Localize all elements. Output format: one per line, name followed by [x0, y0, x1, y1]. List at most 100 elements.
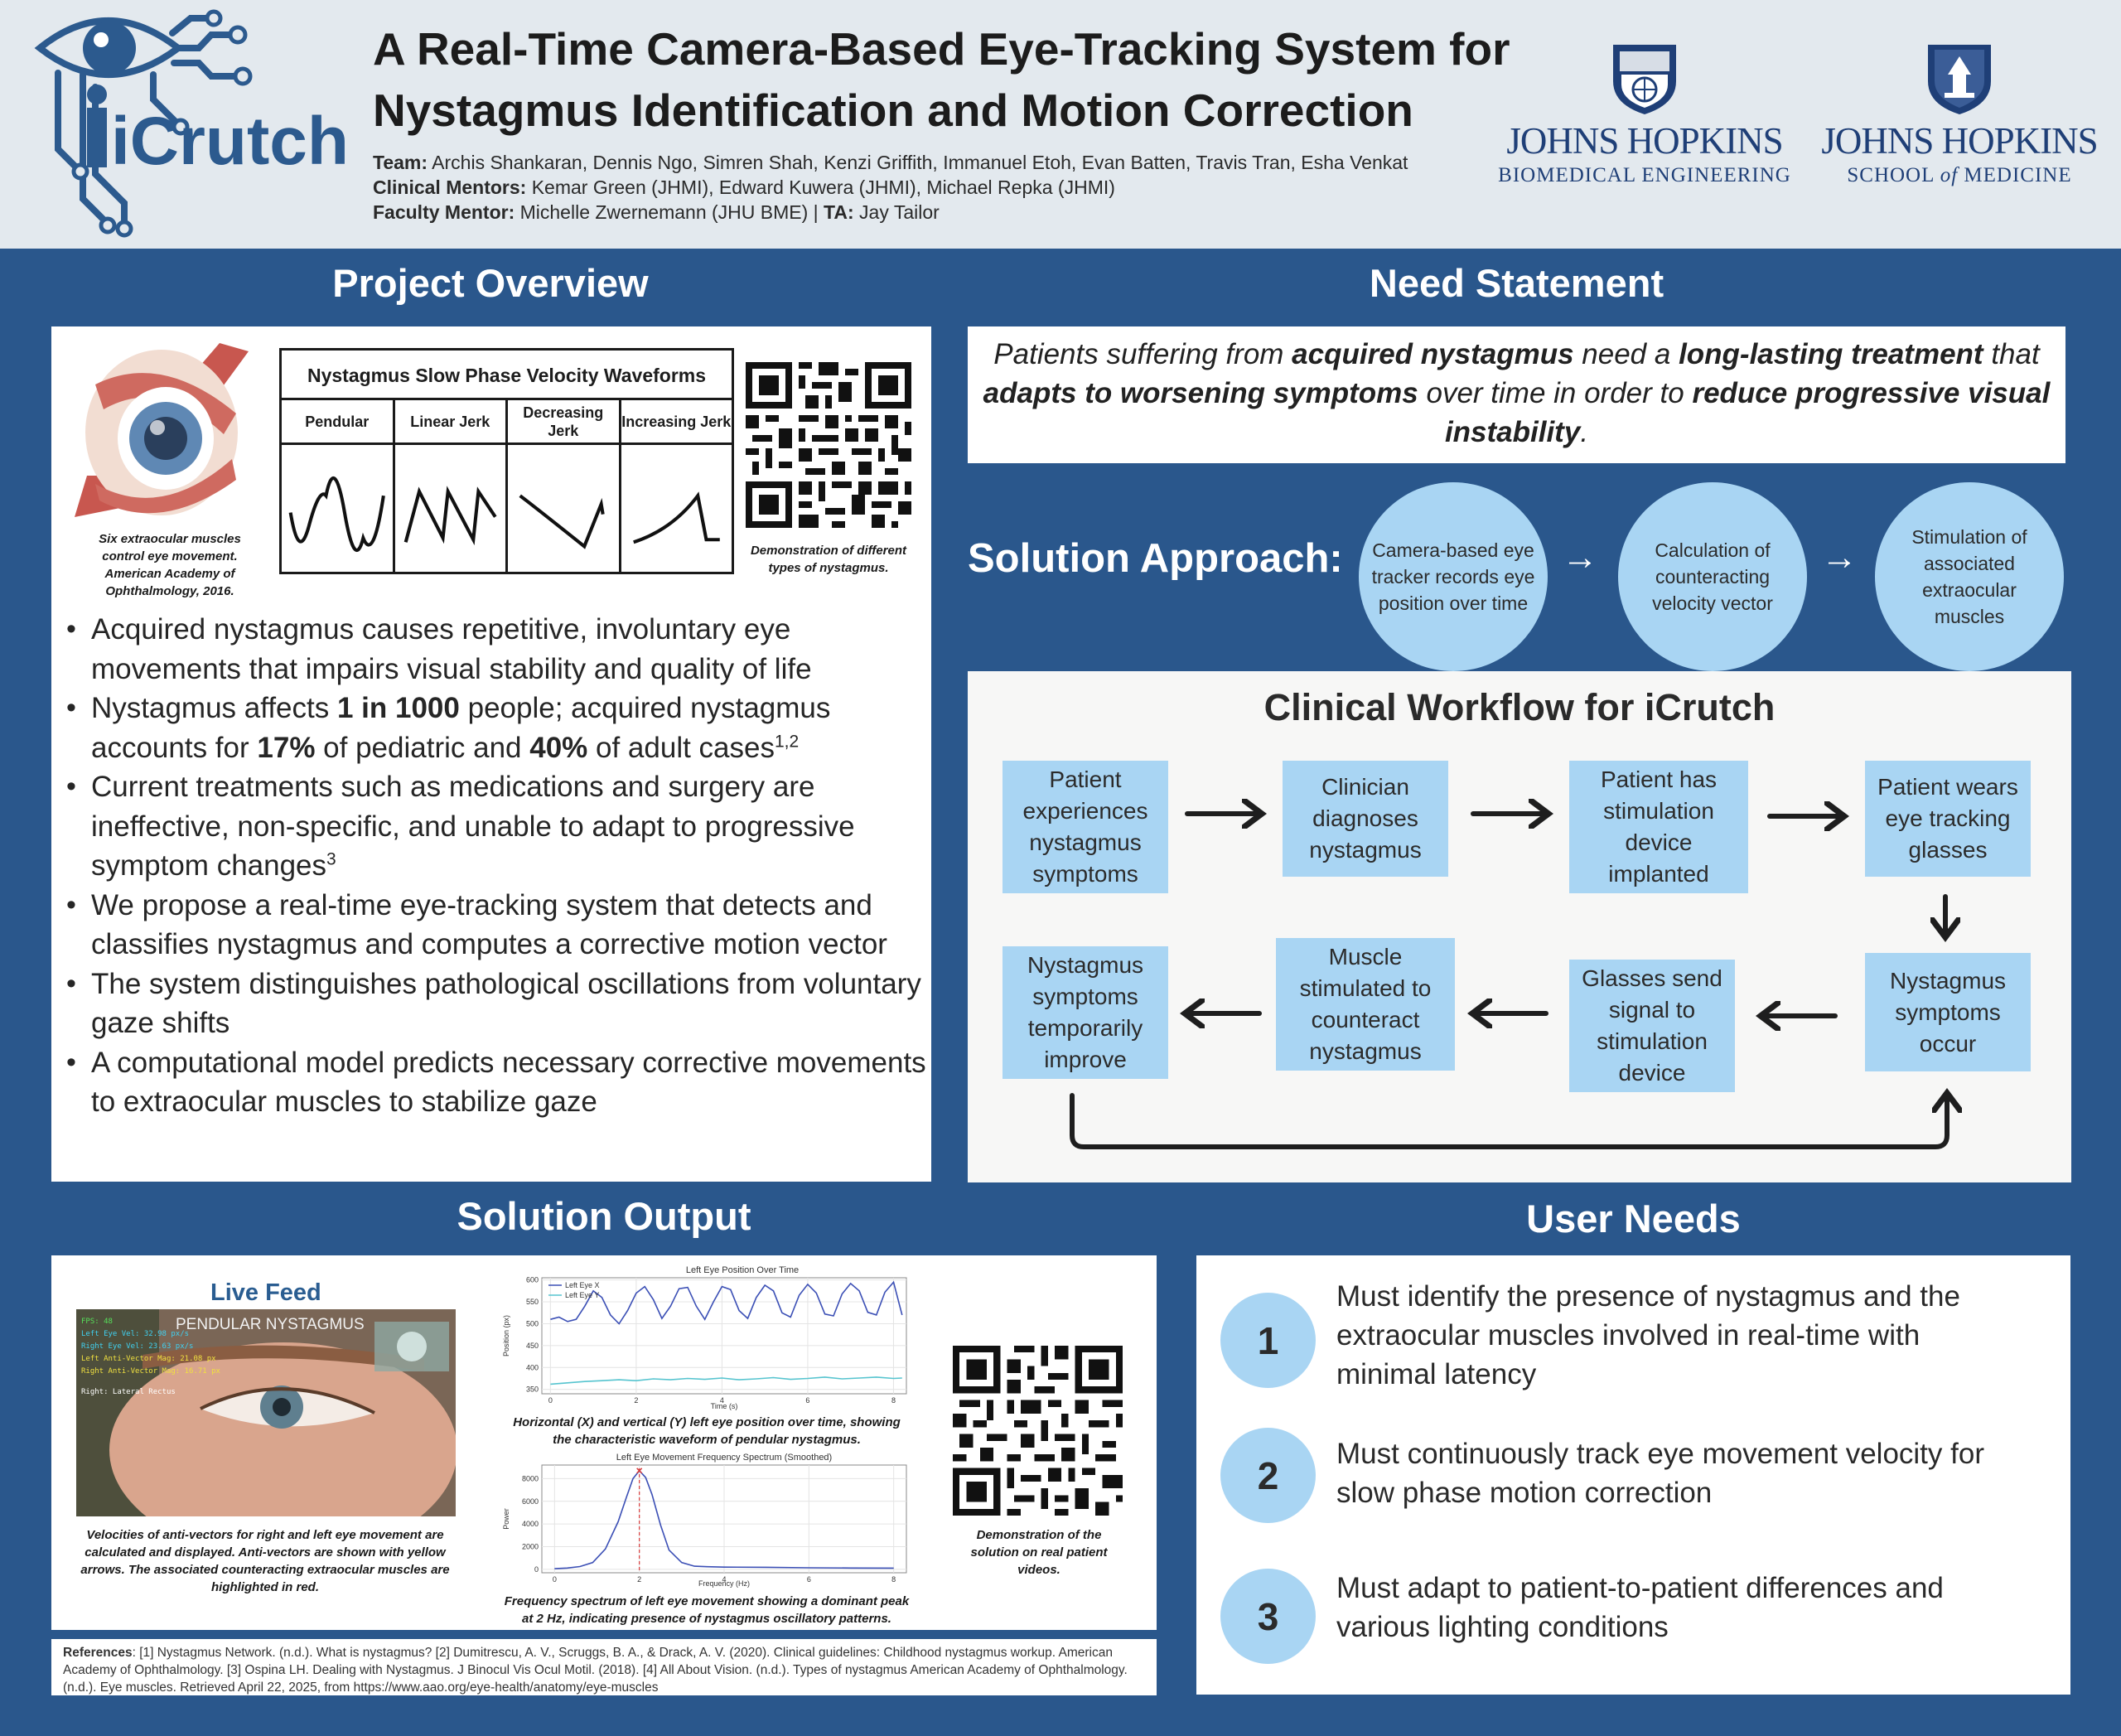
waveform-decreasing-jerk: Decreasing Jerk	[508, 400, 621, 572]
arrow-right-icon: →	[1821, 537, 1858, 578]
ta-label: TA:	[824, 201, 854, 223]
pendular-waveform	[288, 476, 385, 552]
y-tick-label: 550	[526, 1298, 539, 1306]
jh-som-logo: JOHNS HOPKINS SCHOOL of MEDICINE	[1806, 41, 2113, 187]
overlay-line: Right Anti-Vector Mag: 16.71 px	[81, 1367, 220, 1376]
overview-heading: Project Overview	[332, 261, 649, 305]
y-tick-label: 4000	[522, 1520, 539, 1528]
x-tick-label: 8	[891, 1575, 896, 1584]
x-tick-label: 2	[637, 1575, 641, 1584]
y-tick-label: 500	[526, 1319, 539, 1327]
bullet-item: Acquired nystagmus causes repetitive, in…	[66, 610, 928, 689]
jh-som-sub-b: MEDICINE	[1964, 164, 2072, 186]
team-members: Archis Shankaran, Dennis Ngo, Simren Sha…	[432, 152, 1408, 173]
workflow-step-6: Glasses send signal to stimulation devic…	[1569, 960, 1735, 1092]
y-tick-label: 350	[526, 1385, 539, 1394]
waveform-label: Pendular	[282, 400, 393, 445]
faculty-label: Faculty Mentor:	[373, 201, 515, 223]
workflow-arrows	[1070, 671, 2071, 1149]
x-axis-label: Frequency (Hz)	[698, 1579, 750, 1588]
need-number: 3	[1220, 1569, 1316, 1664]
nystagmus-types-qr-code[interactable]	[746, 362, 911, 528]
faculty-mentor: Michelle Zwernemann (JHU BME) |	[519, 201, 819, 223]
approach-step-1: Camera-based eye tracker records eye pos…	[1359, 482, 1548, 671]
chart-title: Left Eye Movement Frequency Spectrum (Sm…	[616, 1453, 832, 1463]
waveform-table: Nystagmus Slow Phase Velocity Waveforms …	[279, 348, 734, 574]
solution-demo-qr-code[interactable]	[953, 1346, 1123, 1516]
bullet-item: The system distinguishes pathological os…	[66, 965, 928, 1043]
overview-bullets: Acquired nystagmus causes repetitive, in…	[66, 610, 928, 1122]
x-axis-label: Time (s)	[711, 1402, 738, 1410]
y-tick-label: 0	[534, 1565, 539, 1574]
workflow-step-7: Muscle stimulated to counteract nystagmu…	[1276, 938, 1455, 1071]
workflow-step-1: Patient experiences nystagmus symptoms	[1003, 761, 1168, 893]
jh-shield-icon	[1613, 45, 1676, 114]
y-tick-label: 6000	[522, 1497, 539, 1506]
jh-shield-icon	[1928, 45, 1991, 114]
waveform-increasing-jerk: Increasing Jerk	[621, 400, 732, 572]
metrics-overlay: FPS: 48 Left Eye Vel: 32.98 px/s Right E…	[81, 1316, 220, 1399]
bullet-item: Current treatments such as medications a…	[66, 767, 928, 886]
y-tick-label: 450	[526, 1342, 539, 1350]
user-needs-heading: User Needs	[1526, 1197, 1741, 1240]
linear-jerk-waveform	[403, 486, 497, 546]
solution-approach-label: Solution Approach:	[968, 536, 1343, 581]
x-tick-label: 0	[548, 1396, 553, 1405]
peak-marker	[636, 1468, 643, 1474]
bullet-item: Nystagmus affects 1 in 1000 people; acqu…	[66, 689, 928, 767]
need-heading: Need Statement	[1369, 261, 1664, 305]
waveform-linear-jerk: Linear Jerk	[394, 400, 508, 572]
y-axis-label: Power	[502, 1508, 510, 1530]
series-line-spectrum	[554, 1469, 894, 1569]
x-tick-label: 6	[805, 1396, 809, 1405]
need-number: 1	[1220, 1293, 1316, 1388]
x-tick-label: 6	[807, 1575, 811, 1584]
workflow-step-8: Nystagmus symptoms temporarily improve	[1003, 946, 1168, 1079]
y-tick-label: 2000	[522, 1543, 539, 1551]
decreasing-jerk-waveform	[519, 494, 605, 549]
workflow-title: Clinical Workflow for iCrutch	[1263, 686, 1776, 728]
poster-title: A Real-Time Camera-Based Eye-Tracking Sy…	[373, 18, 1533, 141]
title-line-1: A Real-Time Camera-Based Eye-Tracking Sy…	[373, 23, 1510, 75]
live-feed-caption: Velocities of anti-vectors for right and…	[80, 1528, 450, 1594]
jh-som-sub: SCHOOL of MEDICINE	[1806, 164, 2113, 187]
position-chart-caption: Horizontal (X) and vertical (Y) left eye…	[513, 1415, 901, 1447]
approach-step-2: Calculation of counteracting velocity ve…	[1618, 482, 1807, 671]
output-heading: Solution Output	[457, 1194, 751, 1238]
x-tick-label: 0	[553, 1575, 557, 1584]
series-line-left-eye-y	[550, 1376, 902, 1385]
references-label: References	[63, 1646, 133, 1660]
logo-wordmark: iCrutch	[111, 104, 349, 179]
chart-title: Left Eye Position Over Time	[686, 1265, 799, 1275]
references-text: : [1] Nystagmus Network. (n.d.). What is…	[63, 1646, 1128, 1695]
clinical-workflow-panel: Clinical Workflow for iCrutch Patient ex…	[968, 671, 2071, 1182]
need-number: 2	[1220, 1428, 1316, 1523]
icrutch-logo: iCrutch	[34, 9, 349, 238]
waveform-label: Decreasing Jerk	[508, 400, 619, 445]
waveform-label: Linear Jerk	[394, 400, 505, 445]
jh-bme-sub: BIOMEDICAL ENGINEERING	[1498, 164, 1791, 186]
waveform-label: Increasing Jerk	[621, 400, 732, 445]
overlay-line: Left Eye Vel: 32.98 px/s	[81, 1330, 190, 1338]
jh-som-sub-a: SCHOOL	[1847, 164, 1935, 186]
bullet-item: A computational model predicts necessary…	[66, 1043, 928, 1122]
y-tick-label: 600	[526, 1276, 539, 1284]
waveform-pendular: Pendular	[282, 400, 395, 572]
need-statement: Patients suffering from acquired nystagm…	[968, 326, 2065, 463]
x-tick-label: 2	[634, 1396, 638, 1405]
overlay-line: Right: Lateral Rectus	[81, 1388, 176, 1396]
increasing-jerk-waveform	[632, 491, 720, 544]
y-tick-label: 400	[526, 1363, 539, 1371]
team-line: Team: Archis Shankaran, Dennis Ngo, Simr…	[373, 152, 1408, 174]
live-feed-image: PENDULAR NYSTAGMUS FPS: 48 Left Eye Vel:…	[76, 1309, 456, 1516]
workflow-step-5: Nystagmus symptoms occur	[1865, 953, 2031, 1071]
poster-header	[0, 0, 2121, 249]
faculty-mentor-line: Faculty Mentor: Michelle Zwernemann (JHU…	[373, 201, 940, 224]
y-axis-label: Position (px)	[502, 1315, 510, 1356]
overlay-line: Right Eye Vel: 23.63 px/s	[81, 1342, 194, 1351]
series-line-left-eye-x	[550, 1280, 903, 1325]
y-tick-label: 8000	[522, 1474, 539, 1482]
legend-left-eye-y: Left Eye Y	[565, 1291, 599, 1299]
workflow-step-4: Patient wears eye tracking glasses	[1865, 761, 2031, 877]
ta-name: Jay Tailor	[859, 201, 940, 223]
